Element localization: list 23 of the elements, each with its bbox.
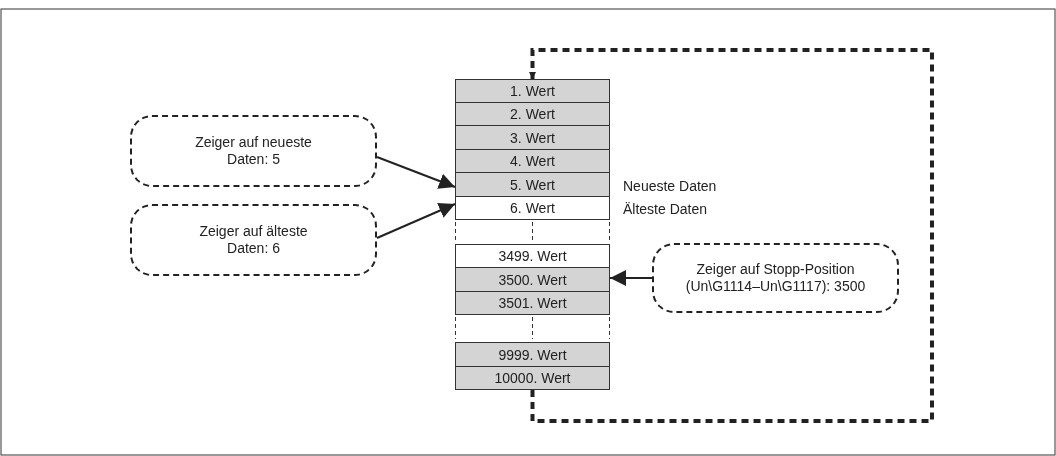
pointer-callout: [652, 243, 899, 313]
pointer-callout: [130, 204, 377, 276]
memory-cell: 3501. Wert: [455, 291, 610, 315]
memory-cell: 9999. Wert: [455, 342, 610, 367]
memory-cell: 10000. Wert: [455, 366, 610, 390]
memory-cell: 2. Wert: [455, 102, 610, 126]
cell-annotation: Neueste Daten: [623, 178, 717, 194]
arrow: [376, 203, 456, 239]
wrap-around-arrow: [529, 48, 934, 423]
arrow: [609, 270, 653, 286]
cell-annotation: Älteste Daten: [623, 201, 708, 217]
pointer-callout: [130, 115, 377, 187]
memory-cell: 5. Wert: [455, 172, 610, 197]
memory-cell: 3499. Wert: [455, 244, 610, 268]
memory-cell: 3. Wert: [455, 125, 610, 150]
callout-text: Zeiger auf Stopp-Position (Un\G1114–Un\G1117): 3500: [684, 261, 867, 295]
memory-cell: 4. Wert: [455, 149, 610, 173]
memory-cell: 1. Wert: [455, 79, 610, 103]
memory-cell: 3500. Wert: [455, 267, 610, 292]
callout-text: Zeiger auf älteste Daten: 6: [198, 223, 309, 257]
memory-cell: 6. Wert: [455, 196, 610, 220]
arrow: [376, 156, 456, 189]
callout-text: Zeiger auf neueste Daten: 5: [194, 134, 313, 168]
